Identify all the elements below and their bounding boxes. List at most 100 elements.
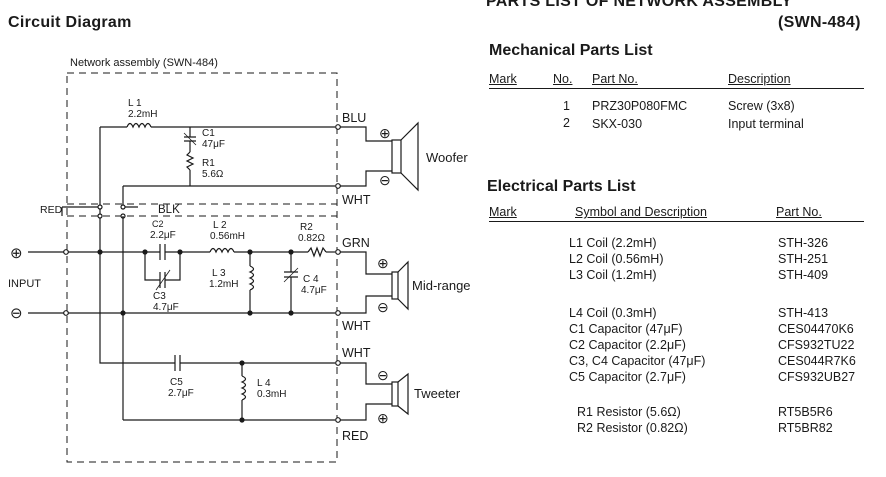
terminal-wht-tweeter: WHT <box>342 346 371 360</box>
elec-row-symbol: C3, C4 Capacitor (47μF) <box>569 354 706 368</box>
c2-name: C2 <box>152 219 164 229</box>
c5-value: 2.7μF <box>168 388 194 399</box>
c2-capacitor <box>159 244 166 260</box>
l2-coil <box>209 247 235 254</box>
midrange-speaker-icon <box>391 260 409 311</box>
woofer-speaker-icon <box>391 121 419 192</box>
r2-resistor <box>307 246 327 258</box>
r1-value: 5.6Ω <box>202 169 224 180</box>
mech-row-desc: Input terminal <box>728 117 804 131</box>
r1-resistor <box>185 151 195 171</box>
mech-col-partno: Part No. <box>592 72 638 86</box>
l2-value: 0.56mH <box>210 231 245 242</box>
mech-row-no: 2 <box>563 116 570 130</box>
mech-row-part: PRZ30P080FMC <box>592 99 688 113</box>
input-label: INPUT <box>8 278 41 290</box>
elec-row-symbol: L2 Coil (0.56mH) <box>569 252 664 266</box>
c4-value: 4.7μF <box>301 285 327 296</box>
circuit-title: Circuit Diagram <box>8 14 132 31</box>
tweeter-minus: ⊖ <box>377 367 389 383</box>
elec-row-symbol: R1 Resistor (5.6Ω) <box>577 405 681 419</box>
l1-value: 2.2mH <box>128 109 157 120</box>
l3-value: 1.2mH <box>209 279 238 290</box>
mech-col-mark: Mark <box>489 72 517 86</box>
l4-name: L 4 <box>257 378 271 389</box>
elec-row-symbol: L3 Coil (1.2mH) <box>569 268 657 282</box>
elec-row-part: STH-251 <box>778 252 829 266</box>
c5-capacitor <box>174 355 181 371</box>
c4-name: C 4 <box>303 274 319 285</box>
elec-row-symbol: L1 Coil (2.2mH) <box>569 236 657 250</box>
woofer-label: Woofer <box>426 150 468 165</box>
parts-title-line2: (SWN-484) <box>778 14 861 31</box>
tweeter-label: Tweeter <box>414 386 461 401</box>
elec-row-symbol: C1 Capacitor (47μF) <box>569 322 683 336</box>
elec-row-part: CES04470K6 <box>778 322 854 336</box>
elec-row-symbol: R2 Resistor (0.82Ω) <box>577 421 688 435</box>
mech-col-description: Description <box>728 72 791 86</box>
tweeter-network <box>99 263 335 423</box>
assembly-boundary <box>66 72 338 463</box>
tweeter-speaker-icon <box>391 372 409 416</box>
mech-row-part: SKX-030 <box>592 117 643 131</box>
c3-name: C3 <box>153 291 166 302</box>
l1-name: L 1 <box>128 98 142 109</box>
tweeter-plus: ⊕ <box>377 410 389 426</box>
c3-value: 4.7μF <box>153 302 179 313</box>
r2-value: 0.82Ω <box>298 233 325 244</box>
elec-row-part: CES044R7K6 <box>778 354 856 368</box>
elec-row-part: CFS932UB27 <box>778 370 856 384</box>
mech-row-no: 1 <box>563 99 570 113</box>
elec-row-symbol: C2 Capacitor (2.2μF) <box>569 338 686 352</box>
woofer-network <box>99 122 335 263</box>
elec-header-rule <box>489 221 864 222</box>
midrange-label: Mid-range <box>412 278 471 293</box>
red-left-label: RED <box>40 204 63 216</box>
woofer-plus: ⊕ <box>379 125 391 141</box>
terminal-blu: BLU <box>342 111 366 125</box>
r1-name: R1 <box>202 158 215 169</box>
elec-row-part: STH-326 <box>778 236 829 250</box>
circuit-diagram: Network assembly (SWN-484) L 1 2.2mH C1 … <box>8 57 471 463</box>
mech-row-desc: Screw (3x8) <box>728 99 795 113</box>
l2-name: L 2 <box>213 220 227 231</box>
l3-coil <box>248 265 255 291</box>
mech-header-rule <box>489 88 864 89</box>
elec-row-part: RT5B5R6 <box>778 405 833 419</box>
c3-capacitor <box>159 272 166 288</box>
elec-row-part: STH-413 <box>778 306 829 320</box>
input-minus: ⊖ <box>10 305 23 322</box>
elec-row-symbol: C5 Capacitor (2.7μF) <box>569 370 686 384</box>
l4-value: 0.3mH <box>257 389 286 400</box>
l4-coil <box>240 375 247 401</box>
woofer-minus: ⊖ <box>379 172 391 188</box>
elec-row-symbol: L4 Coil (0.3mH) <box>569 306 657 320</box>
c1-name: C1 <box>202 128 215 139</box>
mid-minus: ⊖ <box>377 299 389 315</box>
elec-col-symbol: Symbol and Description <box>575 205 708 219</box>
l1-coil <box>126 122 152 129</box>
elec-col-partno: Part No. <box>776 205 822 219</box>
assembly-label: Network assembly (SWN-484) <box>70 57 218 69</box>
elec-row-part: RT5BR82 <box>778 421 833 435</box>
electrical-heading: Electrical Parts List <box>487 178 636 195</box>
terminal-grn: GRN <box>342 236 370 250</box>
input-plus: ⊕ <box>10 245 23 262</box>
elec-col-mark: Mark <box>489 205 517 219</box>
c1-value: 47μF <box>202 139 225 150</box>
c2-value: 2.2μF <box>150 230 176 241</box>
terminal-red: RED <box>342 429 368 443</box>
mid-plus: ⊕ <box>377 255 389 271</box>
blk-label: BLK <box>158 204 180 216</box>
elec-row-part: CFS932TU22 <box>778 338 855 352</box>
elec-row-part: STH-409 <box>778 268 829 282</box>
mech-col-no: No. <box>553 72 573 86</box>
terminal-wht-woofer: WHT <box>342 193 371 207</box>
terminal-wht-mid: WHT <box>342 319 371 333</box>
c5-name: C5 <box>170 377 183 388</box>
parts-title-line1: PARTS LIST OF NETWORK ASSEMBLY <box>486 0 793 10</box>
mechanical-heading: Mechanical Parts List <box>489 42 653 59</box>
l3-name: L 3 <box>212 268 226 279</box>
r2-name: R2 <box>300 222 313 233</box>
midrange-network <box>100 244 335 316</box>
